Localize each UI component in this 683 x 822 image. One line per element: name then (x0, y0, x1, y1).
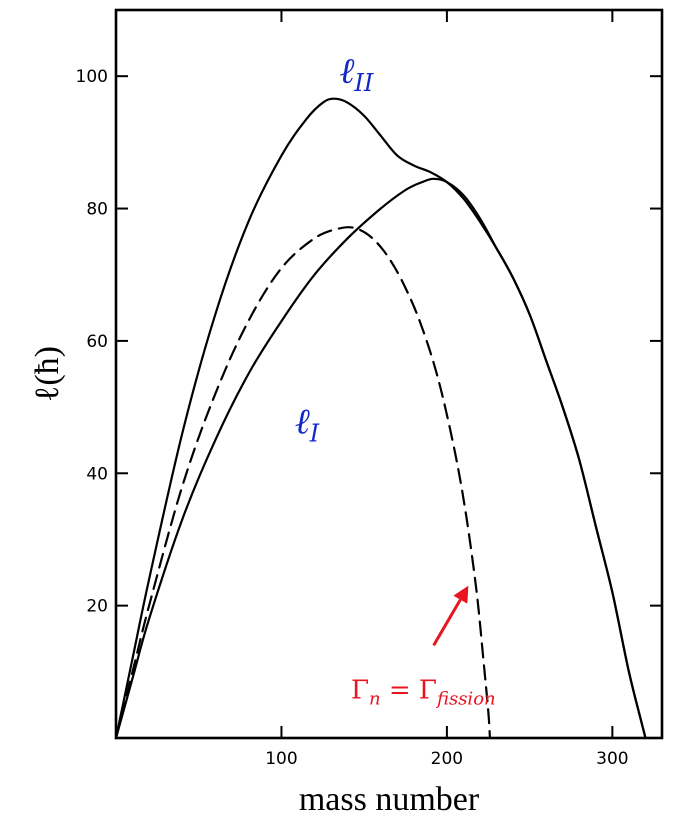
curve-label-l-i: ℓI (295, 402, 320, 448)
y-tick-label: 100 (76, 67, 108, 87)
y-tick-label: 60 (86, 332, 108, 352)
series-gamma-dashed-curve (114, 226, 491, 740)
x-tick-label: 300 (596, 749, 628, 769)
annotations: ℓII ℓI Γn = Γfission (295, 51, 496, 709)
y-tick-label: 40 (86, 464, 108, 484)
series-l-i-curve (114, 177, 647, 740)
annotation-arrow-head (453, 585, 469, 604)
x-axis-label: mass number (299, 781, 480, 818)
x-tick-label: 200 (431, 749, 463, 769)
curve-label-l-ii: ℓII (339, 51, 373, 97)
gamma-annotation: Γn = Γfission (351, 675, 496, 709)
series-group (114, 97, 647, 740)
tick-labels: 100 200 300 20 40 60 80 100 (76, 67, 629, 769)
y-tick-label: 80 (86, 200, 108, 220)
axis-ticks (116, 10, 662, 738)
y-tick-label: 20 (86, 597, 108, 617)
y-axis-label: ℓ(ħ) (29, 346, 66, 402)
plot-frame (114, 8, 664, 740)
x-tick-label: 100 (265, 749, 297, 769)
annotation-arrow-shaft (432, 598, 462, 647)
